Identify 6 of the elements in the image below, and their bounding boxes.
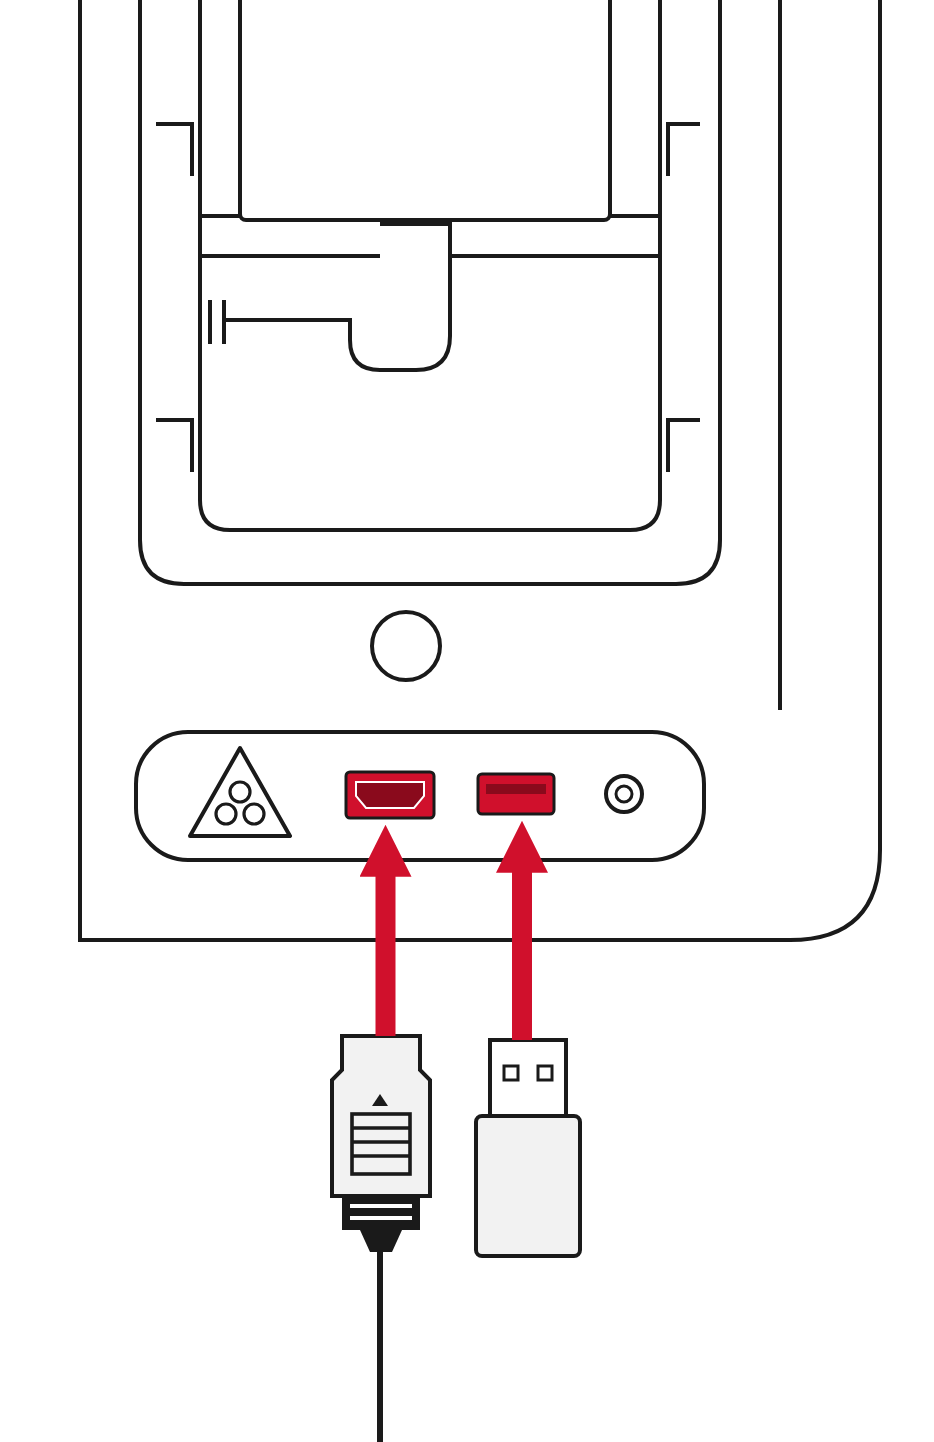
usb-plug	[474, 1038, 582, 1258]
hdmi-port	[344, 770, 436, 820]
arrow	[496, 820, 548, 1040]
usb-port	[476, 772, 556, 816]
hdmi-plug	[330, 1034, 432, 1252]
arrow	[359, 824, 412, 1036]
